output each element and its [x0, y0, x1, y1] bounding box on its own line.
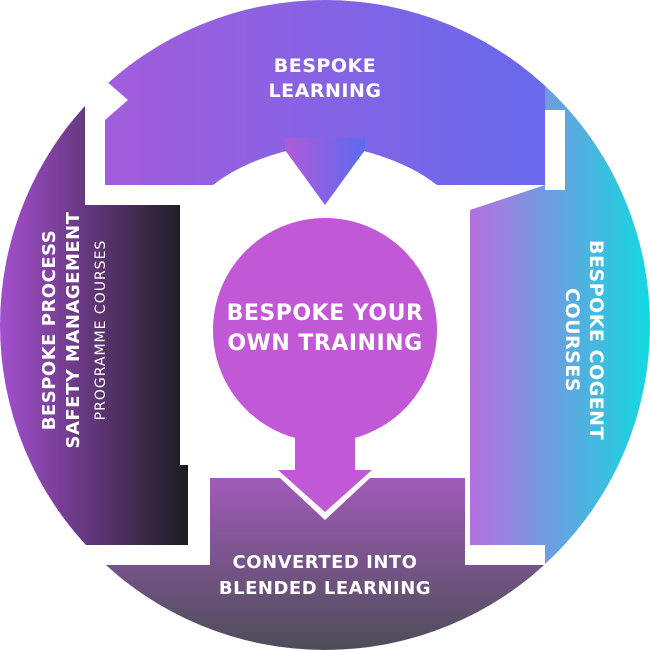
right-label-line2: COURSES: [561, 288, 583, 392]
center-label-line2: OWN TRAINING: [227, 331, 422, 356]
center-label-line1: BESPOKE YOUR: [227, 301, 424, 326]
top-segment: [0, 0, 650, 205]
gap-left-band: [465, 545, 545, 565]
gap-bottom-band: [188, 545, 210, 565]
left-segment: [0, 80, 188, 545]
center-down-arrow: [278, 430, 372, 512]
right-segment: [470, 0, 650, 650]
top-label-line2: LEARNING: [269, 80, 382, 102]
top-label-line1: BESPOKE: [274, 55, 376, 77]
left-label-line1: BESPOKE PROCESS: [39, 230, 60, 430]
left-label-line2: SAFETY MANAGEMENT: [63, 211, 84, 448]
bottom-label-line2: BLENDED LEARNING: [219, 578, 431, 599]
top-arrow: [285, 138, 365, 205]
center-circle: [213, 218, 437, 442]
right-label-line1: BESPOKE COGENT: [585, 240, 607, 440]
gap-right-band: [545, 110, 565, 190]
gap-top-band: [85, 185, 180, 205]
left-label-line3: PROGRAMME COURSES: [93, 240, 109, 421]
top-segment-arrow-notch: [105, 80, 128, 120]
bottom-label-line1: CONVERTED INTO: [233, 552, 418, 573]
